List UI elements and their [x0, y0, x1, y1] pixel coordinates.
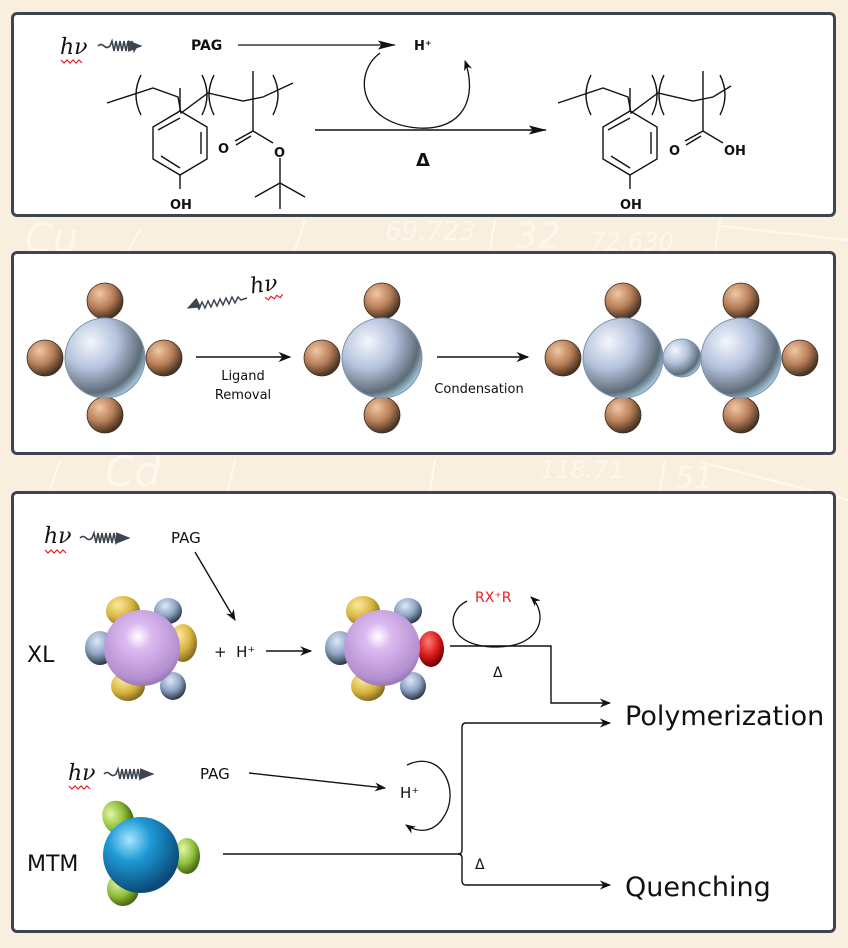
product-polymer-structure	[557, 71, 732, 189]
pag-to-acid-arrow-top	[194, 551, 236, 621]
pag-label-top: PAG	[171, 529, 201, 547]
condensation-label: Condensation	[434, 382, 523, 397]
panel-ligand-removal-condensation: hν Ligand Removal Condensation	[11, 251, 836, 455]
hv-underline-squiggle	[60, 59, 83, 64]
watermark-51: 51	[675, 461, 713, 496]
metal-oxo-cluster-initial	[26, 282, 183, 434]
hv-label-top: hν	[44, 524, 72, 549]
ligand-removal-label-2: Removal	[215, 388, 271, 403]
hv-label: hν	[60, 35, 88, 60]
xl-to-polymerization-arrow	[450, 645, 612, 708]
mtm-label: MTM	[27, 852, 78, 877]
light-wave-arrow-bottom	[103, 766, 155, 782]
watermark-cd: Cd	[105, 447, 161, 496]
rx-r-cycle-label: RX⁺R	[475, 590, 512, 606]
xl-label: XL	[27, 643, 55, 668]
product-carbonyl-o: O	[669, 144, 680, 159]
watermark-mass1: 69.723	[385, 217, 476, 247]
panel-chemically-amplified-resist: hν PAG H⁺ Δ	[11, 12, 836, 217]
ligand-removal-label-1: Ligand	[221, 369, 265, 384]
condensed-cluster-dimer	[544, 282, 819, 434]
hv-label-bottom: hν	[68, 761, 96, 786]
panel-xl-mtm-mechanism: hν PAG XL + H⁺ RX⁺R	[11, 491, 836, 933]
branch-bracket	[457, 718, 612, 855]
catalytic-cycle-arrow	[363, 52, 473, 129]
delta-label: Δ	[416, 150, 430, 171]
polymerization-label: Polymerization	[625, 701, 824, 732]
pag-label: PAG	[191, 38, 222, 54]
plus-h-plus-label: + H⁺	[214, 643, 255, 661]
light-wave-arrow-top	[79, 530, 131, 546]
light-wave-arrow	[97, 38, 143, 54]
hv-underline-squiggle-top	[44, 549, 67, 554]
watermark-mass3: 118.71	[540, 456, 624, 484]
metal-oxo-cluster-activated	[303, 282, 423, 434]
rx-r-cycle-arrow	[452, 596, 541, 648]
product-acid-oh: OH	[724, 144, 746, 159]
reactant-carbonyl-o: O	[218, 142, 229, 157]
pag-to-acid-arrow-bottom	[248, 772, 387, 792]
hv-label: hν	[248, 271, 279, 300]
product-phenol-oh: OH	[620, 198, 642, 213]
reactant-phenol-oh: OH	[170, 198, 192, 213]
protonated-xl-cluster	[325, 596, 444, 701]
hv-underline-squiggle-bottom	[68, 785, 91, 790]
light-wave-arrow	[186, 295, 248, 311]
pag-label-bottom: PAG	[200, 765, 230, 783]
watermark-32: 32	[515, 216, 561, 257]
mtm-to-quenching-arrow	[457, 853, 612, 890]
delta-label-top: Δ	[493, 665, 503, 681]
hv-underline-squiggle	[264, 293, 284, 301]
mtm-cluster	[102, 800, 200, 906]
acid-cycle-arrow	[405, 760, 451, 834]
h-plus-label: H⁺	[414, 39, 432, 54]
quenching-label: Quenching	[625, 872, 771, 903]
xl-cluster	[85, 596, 197, 701]
h-plus-label-bottom: H⁺	[400, 784, 419, 802]
delta-label-bottom: Δ	[475, 857, 485, 873]
reactant-polymer-structure	[106, 71, 306, 209]
reactant-ether-o: O	[274, 146, 285, 161]
